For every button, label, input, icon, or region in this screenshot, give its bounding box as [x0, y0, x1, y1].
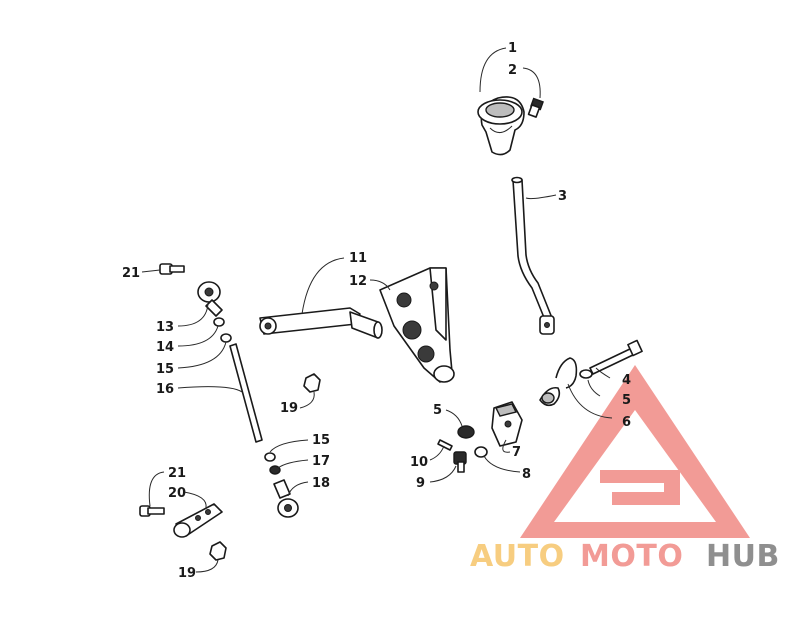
callout-12: 12 [349, 274, 367, 289]
callout-5-upper: 5 [622, 393, 631, 408]
callout-13: 13 [156, 320, 174, 335]
pivot-bracket [379, 267, 455, 383]
nut-19-upper [303, 373, 321, 393]
washer-lower [457, 425, 475, 439]
nut-17 [269, 465, 281, 475]
nut-14 [213, 317, 225, 327]
callout-21-top: 21 [122, 266, 140, 281]
washer-upper [579, 369, 593, 379]
callout-11: 11 [349, 251, 367, 266]
pivot-arm [259, 307, 383, 339]
callout-15-upper: 15 [156, 362, 174, 377]
callout-19-upper: 19 [280, 401, 298, 416]
watermark-g-shape [600, 470, 680, 505]
callout-5-lower: 5 [433, 403, 442, 418]
callout-10: 10 [410, 455, 428, 470]
callout-17: 17 [312, 454, 330, 469]
nut-19-lower [209, 541, 227, 561]
callout-14: 14 [156, 340, 174, 355]
spring-clip [539, 357, 578, 407]
link-arm [173, 503, 223, 538]
watermark-auto: AUTO [470, 539, 565, 574]
callout-7: 7 [512, 445, 521, 460]
callout-9: 9 [416, 476, 425, 491]
callout-4: 4 [622, 373, 631, 388]
callout-18: 18 [312, 476, 330, 491]
clevis-block [491, 401, 523, 447]
callout-1: 1 [508, 41, 517, 56]
watermark-moto: MOTO [580, 539, 683, 574]
knob-set-screw [527, 97, 544, 118]
watermark-logo: AUTO MOTO HUB [470, 365, 780, 574]
watermark-hub: HUB [706, 539, 780, 574]
bolt-21-top [159, 263, 185, 275]
rod-end-lower [273, 479, 299, 518]
callout-2: 2 [508, 63, 517, 78]
callout-labels: 1 2 3 4 5 6 5 7 8 10 9 11 12 21 13 14 15… [122, 41, 631, 581]
callout-3: 3 [558, 189, 567, 204]
cotter-pin [437, 439, 453, 451]
shift-knob [477, 96, 525, 156]
nut-small [474, 446, 488, 458]
bolt-21-lower [139, 505, 165, 517]
callout-21-lower: 21 [168, 466, 186, 481]
callout-20: 20 [168, 486, 186, 501]
callout-15-lower: 15 [312, 433, 330, 448]
jam-nut-15-upper [220, 333, 232, 343]
threaded-rod [229, 343, 263, 443]
callout-6: 6 [622, 415, 631, 430]
bolt-small [453, 451, 467, 473]
shift-lever-rod [511, 176, 555, 335]
callout-8: 8 [522, 467, 531, 482]
callout-19-lower: 19 [178, 566, 196, 581]
rod-end-upper [197, 281, 223, 317]
leader-lines [141, 47, 613, 573]
jam-nut-15-lower [264, 452, 276, 462]
callout-16: 16 [156, 382, 174, 397]
